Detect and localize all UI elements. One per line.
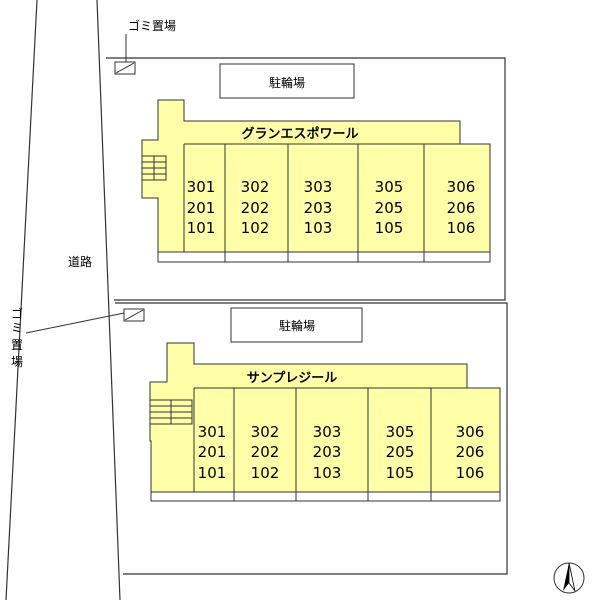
- garbage-left-box-diag: [124, 309, 144, 321]
- garbage-left-char-4: 場: [11, 355, 23, 369]
- building-2: サンプレジール 301 201 101 302 202 102 303 203 …: [149, 342, 501, 502]
- building-1-name: グランエスポワール: [241, 126, 358, 142]
- unit-number: 301: [187, 178, 216, 196]
- unit-column: 306 206 106: [456, 423, 485, 482]
- unit-number: 301: [198, 423, 227, 441]
- unit-number: 205: [386, 443, 415, 461]
- unit-number: 103: [304, 219, 333, 237]
- unit-number: 106: [447, 219, 476, 237]
- north-arrow-icon: [553, 562, 585, 594]
- unit-column: 301 201 101: [187, 178, 216, 237]
- garbage-left-char-3: 置: [11, 338, 23, 352]
- unit-number: 302: [241, 178, 270, 196]
- building-1: グランエスポワール 301 201 101 302 202 102 303 20…: [141, 99, 491, 263]
- unit-number: 101: [198, 464, 227, 482]
- unit-number: 306: [447, 178, 476, 196]
- building-2-balcony: [150, 491, 501, 502]
- building-1-balcony: [157, 251, 491, 263]
- unit-number: 302: [251, 423, 280, 441]
- unit-number: 305: [386, 423, 415, 441]
- road-edge-left: [5, 0, 38, 600]
- bike-parking-1: [219, 63, 355, 99]
- unit-number: 305: [375, 178, 404, 196]
- lot-top-boundary: [106, 57, 506, 301]
- unit-number: 103: [313, 464, 342, 482]
- unit-column: 302 202 102: [251, 423, 280, 482]
- unit-number: 206: [447, 199, 476, 217]
- garbage-left-leader: [25, 312, 125, 334]
- lot-bottom-boundary: [115, 302, 508, 575]
- unit-number: 105: [386, 464, 415, 482]
- unit-column: 306 206 106: [447, 178, 476, 237]
- unit-number: 303: [304, 178, 333, 196]
- bike-parking-2: [230, 307, 363, 343]
- garbage-top-box-diag: [115, 62, 135, 74]
- road-edge-right: [96, 0, 121, 600]
- building-2-name: サンプレジール: [247, 371, 338, 386]
- unit-number: 102: [241, 219, 270, 237]
- garbage-left-char-2: ミ: [11, 321, 23, 335]
- garbage-left-char-1: ゴ: [11, 306, 23, 321]
- unit-number: 202: [241, 199, 270, 217]
- unit-column: 305 205 105: [386, 423, 415, 482]
- bike-parking-1-label: 駐輪場: [269, 75, 305, 90]
- road-label: 道路: [68, 254, 92, 269]
- unit-number: 105: [375, 219, 404, 237]
- garbage-left-box: [123, 308, 145, 322]
- unit-number: 303: [313, 423, 342, 441]
- garbage-top-box: [114, 61, 136, 75]
- unit-number: 203: [313, 443, 342, 461]
- garbage-top-label: ゴミ置場: [128, 18, 176, 33]
- unit-number: 206: [456, 443, 485, 461]
- unit-number: 205: [375, 199, 404, 217]
- bike-parking-2-label: 駐輪場: [279, 318, 315, 333]
- unit-number: 203: [304, 199, 333, 217]
- unit-number: 306: [456, 423, 485, 441]
- unit-column: 302 202 102: [241, 178, 270, 237]
- unit-column: 301 201 101: [198, 423, 227, 482]
- unit-column: 305 205 105: [375, 178, 404, 237]
- unit-column: 303 203 103: [304, 178, 333, 237]
- unit-number: 101: [187, 219, 216, 237]
- unit-number: 201: [187, 199, 216, 217]
- unit-number: 106: [456, 464, 485, 482]
- unit-column: 303 203 103: [313, 423, 342, 482]
- unit-number: 102: [251, 464, 280, 482]
- unit-number: 201: [198, 443, 227, 461]
- unit-number: 202: [251, 443, 280, 461]
